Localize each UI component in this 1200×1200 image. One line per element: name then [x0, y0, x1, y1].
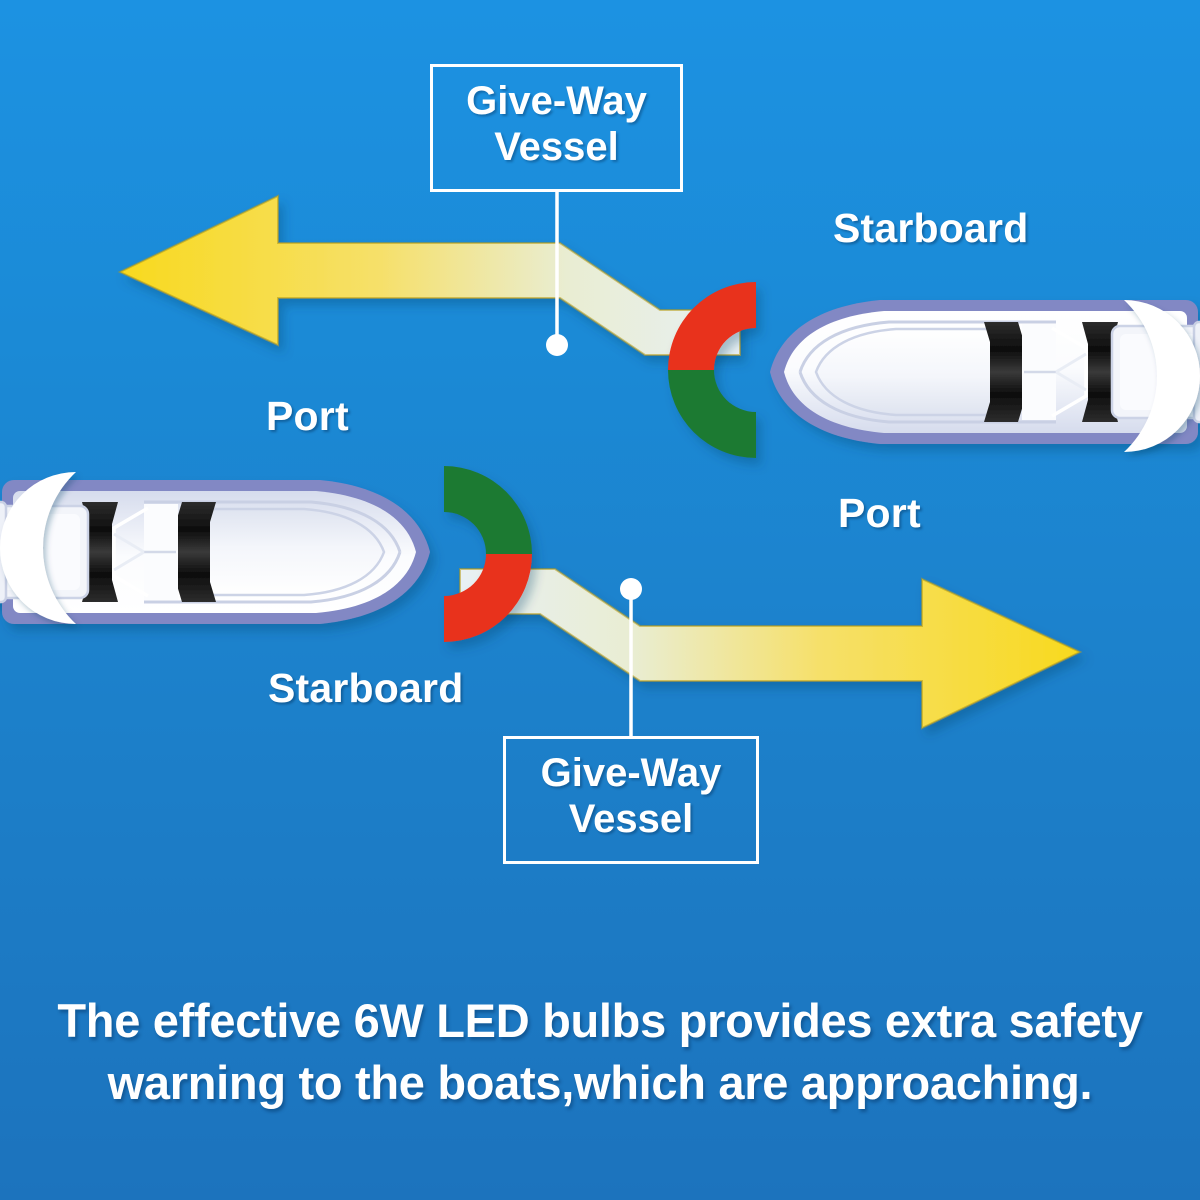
callout-give-way-top: Give-Way Vessel [430, 64, 683, 192]
caption-line-2: warning to the boats,which are approachi… [107, 1056, 1093, 1110]
caption: The effective 6W LED bulbs provides extr… [0, 990, 1200, 1114]
caption-line-1: The effective 6W LED bulbs provides extr… [57, 994, 1143, 1047]
callout-give-way-top-line1: Give-Way [466, 79, 647, 123]
top-boat [668, 282, 1200, 458]
callout-give-way-top-line2: Vessel [494, 125, 619, 170]
top-give-way-arrow [117, 194, 741, 356]
callout-give-way-bottom: Give-Way Vessel [503, 736, 759, 864]
top-boat-stern-light [1124, 300, 1200, 452]
bottom-give-way-arrow [459, 568, 1083, 730]
callout-give-way-bottom-line1: Give-Way [540, 751, 722, 795]
callout-give-way-bottom-line2: Vessel [568, 797, 694, 842]
bottom-callout-leader [620, 578, 642, 738]
bottom-boat [0, 466, 532, 642]
bottom-boat-stern-light [0, 472, 76, 624]
top-callout-leader [546, 190, 568, 356]
